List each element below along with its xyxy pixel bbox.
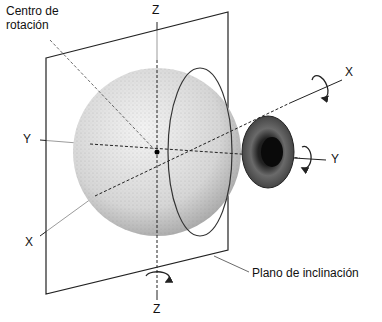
callout-label: Plano de inclinación xyxy=(252,266,359,280)
center-point xyxy=(155,150,160,155)
pupil xyxy=(261,137,283,167)
y-axis xyxy=(294,158,326,160)
axis-label: X xyxy=(24,236,34,249)
axis-label: Z xyxy=(152,303,161,316)
equator-line xyxy=(168,68,232,236)
leader-line xyxy=(214,256,249,272)
rotation-arrow xyxy=(312,76,328,99)
leader-line xyxy=(50,40,154,149)
axis-label: X xyxy=(344,66,354,79)
axis-label: Y xyxy=(330,153,340,166)
axis-label: Y xyxy=(22,133,32,146)
iris xyxy=(242,116,294,188)
callout-label: Centro de rotación xyxy=(6,4,76,32)
z-axis xyxy=(157,60,158,290)
axis-label: Z xyxy=(151,4,160,17)
x-axis xyxy=(290,80,342,103)
z-axis xyxy=(157,290,158,300)
rotation-arrow xyxy=(146,272,169,282)
rotation-arrow xyxy=(302,147,311,169)
